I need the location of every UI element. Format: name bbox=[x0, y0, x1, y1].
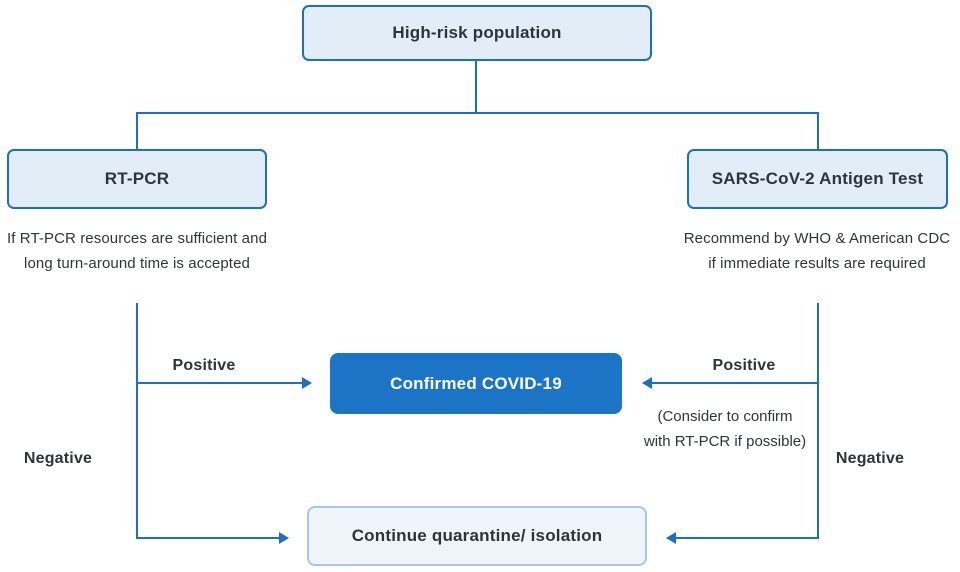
edge-label-antigen-positive: Positive bbox=[712, 357, 776, 374]
arrowhead-left-negative-icon bbox=[279, 532, 289, 544]
connector-left-negative-horizontal bbox=[136, 537, 279, 539]
caption-rt-pcr-line1: If RT-PCR resources are sufficient and bbox=[6, 230, 268, 247]
caption-antigen-test-line1: Recommend by WHO & American CDC bbox=[683, 230, 951, 247]
note-confirm-with-rt-pcr: (Consider to confirm with RT-PCR if poss… bbox=[625, 404, 825, 454]
node-confirmed-covid-19: Confirmed COVID-19 bbox=[330, 353, 622, 414]
arrowhead-right-negative-icon bbox=[666, 532, 676, 544]
node-continue-quarantine-isolation: Continue quarantine/ isolation bbox=[307, 506, 647, 566]
node-rt-pcr: RT-PCR bbox=[7, 149, 267, 209]
node-high-risk-population: High-risk population bbox=[302, 5, 652, 61]
caption-antigen-test-line2: if immediate results are required bbox=[708, 255, 926, 272]
node-sars-cov-2-antigen-test: SARS-CoV-2 Antigen Test bbox=[687, 149, 948, 209]
caption-rt-pcr: If RT-PCR resources are sufficient and l… bbox=[0, 226, 274, 276]
connector-right-drop bbox=[817, 112, 819, 149]
connector-right-positive-horizontal bbox=[652, 382, 818, 384]
connector-left-main-vertical bbox=[136, 303, 138, 539]
connector-right-main-vertical bbox=[817, 303, 819, 539]
note-confirm-line1: (Consider to confirm bbox=[657, 408, 793, 425]
caption-rt-pcr-line2: long turn-around time is accepted bbox=[24, 255, 250, 272]
connector-left-positive-horizontal bbox=[137, 382, 302, 384]
connector-split-horizontal bbox=[136, 112, 819, 114]
edge-label-rtpcr-positive: Positive bbox=[172, 357, 236, 374]
edge-label-rtpcr-negative: Negative bbox=[23, 450, 93, 467]
connector-left-drop bbox=[136, 112, 138, 149]
edge-label-antigen-negative: Negative bbox=[835, 450, 905, 467]
connector-top-vertical bbox=[475, 61, 477, 112]
note-confirm-line2: with RT-PCR if possible) bbox=[643, 433, 807, 450]
connector-right-negative-horizontal bbox=[676, 537, 819, 539]
arrowhead-left-positive-icon bbox=[302, 377, 312, 389]
caption-antigen-test: Recommend by WHO & American CDC if immed… bbox=[680, 226, 954, 276]
arrowhead-right-positive-icon bbox=[642, 377, 652, 389]
